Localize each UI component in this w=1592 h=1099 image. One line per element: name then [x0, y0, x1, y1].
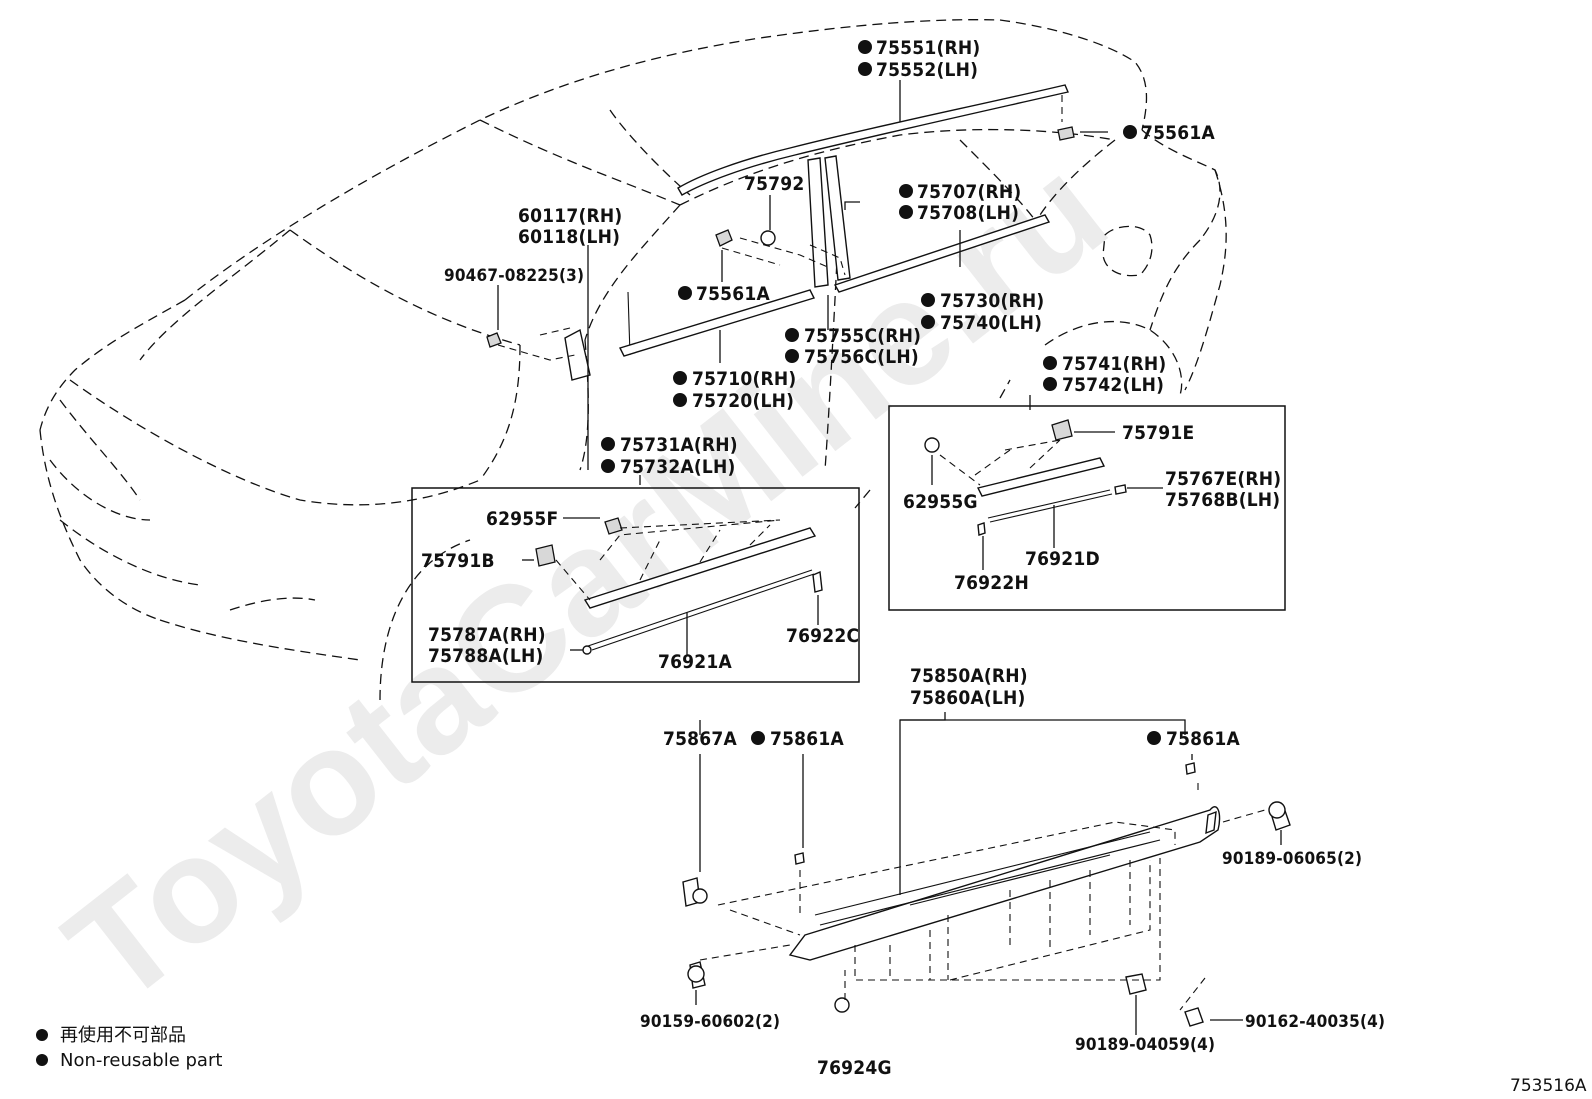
part-label-76922h[interactable]: 76922H	[954, 572, 1029, 594]
vehicle-outline	[39, 19, 1227, 701]
part-label-60117[interactable]: 60117(RH)	[518, 205, 622, 227]
part-label-90159[interactable]: 90159-60602(2)	[640, 1012, 780, 1032]
legend-item-en: Non-reusable part	[60, 1050, 222, 1071]
figure-id: 753516A	[1510, 1076, 1587, 1096]
part-label-75850a[interactable]: 75850A(RH)	[910, 665, 1028, 687]
part-label-90189-06065[interactable]: 90189-06065(2)	[1222, 849, 1362, 869]
part-label-60118[interactable]: 60118(LH)	[518, 226, 620, 248]
part-label-75768b[interactable]: 75768B(LH)	[1165, 489, 1280, 511]
upper-mouldings	[486, 84, 1075, 381]
part-label-75740[interactable]: 75740(LH)	[940, 312, 1042, 334]
part-label-75787a[interactable]: 75787A(RH)	[428, 624, 546, 646]
part-label-75741[interactable]: 75741(RH)	[1062, 353, 1166, 375]
legend-item-jp: 再使用不可部品	[60, 1025, 186, 1046]
part-label-75792[interactable]: 75792	[744, 173, 804, 195]
part-label-75861a-left[interactable]: 75861A	[770, 728, 844, 750]
part-label-90467[interactable]: 90467-08225(3)	[444, 266, 584, 286]
part-label-76921a[interactable]: 76921A	[658, 651, 732, 673]
non-reusable-marks	[601, 40, 1161, 745]
part-label-75710[interactable]: 75710(RH)	[692, 368, 796, 390]
part-label-75867a[interactable]: 75867A	[663, 728, 737, 750]
upper-assembly-lines	[497, 95, 1063, 361]
part-label-75708[interactable]: 75708(LH)	[917, 202, 1019, 224]
part-label-75861a-right[interactable]: 75861A	[1166, 728, 1240, 750]
part-label-90189-04059[interactable]: 90189-04059(4)	[1075, 1035, 1215, 1055]
part-label-75732a[interactable]: 75732A(LH)	[620, 456, 736, 478]
part-label-76922c[interactable]: 76922C	[786, 625, 859, 647]
part-label-75551[interactable]: 75551(RH)	[876, 37, 980, 59]
legend-dot-icon	[36, 1054, 48, 1066]
part-label-62955f[interactable]: 62955F	[486, 508, 558, 530]
part-label-90162[interactable]: 90162-40035(4)	[1245, 1012, 1385, 1032]
part-label-75791b[interactable]: 75791B	[421, 550, 495, 572]
part-label-75742[interactable]: 75742(LH)	[1062, 374, 1164, 396]
part-label-76921d[interactable]: 76921D	[1025, 548, 1100, 570]
detail-box-front-door	[411, 487, 860, 683]
part-label-75731a[interactable]: 75731A(RH)	[620, 434, 738, 456]
part-label-75561a-top[interactable]: 75561A	[1141, 122, 1215, 144]
part-label-75860a[interactable]: 75860A(LH)	[910, 687, 1026, 709]
part-labels: 75551(RH) 75552(LH) 75561A 60117(RH) 601…	[421, 37, 1385, 1079]
part-label-75552[interactable]: 75552(LH)	[876, 59, 978, 81]
part-label-75767e[interactable]: 75767E(RH)	[1165, 468, 1281, 490]
part-label-75707[interactable]: 75707(RH)	[917, 181, 1021, 203]
part-label-75720[interactable]: 75720(LH)	[692, 390, 794, 412]
legend: 再使用不可部品 Non-reusable part	[36, 1025, 222, 1071]
upper-leaders	[497, 80, 1108, 485]
legend-dot-icon	[36, 1029, 48, 1041]
detail-box-rear-door	[888, 405, 1286, 611]
part-label-75791e[interactable]: 75791E	[1122, 422, 1194, 444]
part-label-75730[interactable]: 75730(RH)	[940, 290, 1044, 312]
part-label-62955g[interactable]: 62955G	[903, 491, 978, 513]
part-label-75788a[interactable]: 75788A(LH)	[428, 645, 544, 667]
part-label-75756c[interactable]: 75756C(LH)	[804, 346, 919, 368]
rocker-panel-assembly	[682, 712, 1291, 1035]
part-label-76924g[interactable]: 76924G	[817, 1057, 892, 1079]
part-label-75561a-mid[interactable]: 75561A	[696, 283, 770, 305]
part-label-75755c[interactable]: 75755C(RH)	[804, 325, 921, 347]
